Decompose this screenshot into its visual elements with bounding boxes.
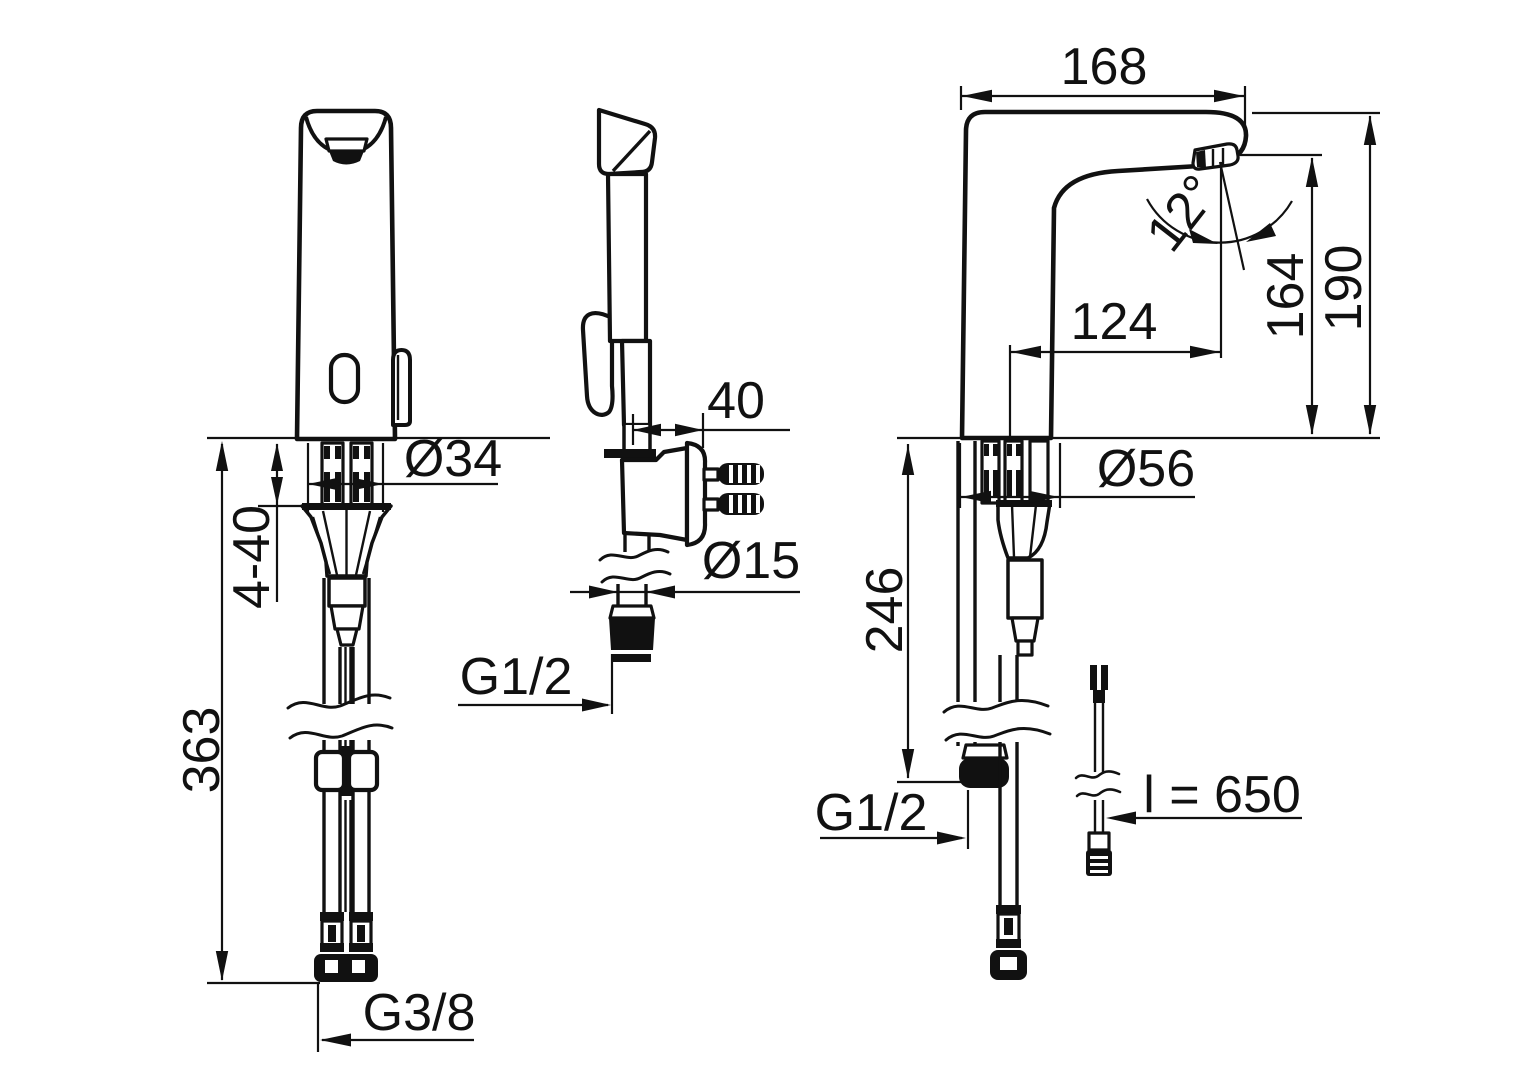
- spray-head: [596, 107, 658, 177]
- dim-deck-thickness-label: 4-40: [223, 505, 281, 609]
- inlet-connectors: [314, 912, 378, 982]
- break-symbol: [286, 693, 392, 710]
- mounting-cone: [300, 503, 393, 578]
- temperature-lever: [391, 348, 412, 427]
- dim-deck-thickness: 4-40: [223, 443, 314, 609]
- dim-total-height: 363: [173, 441, 320, 985]
- valve-stack: [327, 576, 367, 647]
- mounting-studs: [320, 441, 374, 507]
- dim-outlet-height: 164: [1240, 153, 1322, 435]
- hose-nut-g12: [609, 618, 655, 650]
- dim-hose-thread-side-label: G1/2: [815, 784, 928, 842]
- dim-hose-dia-label: Ø15: [702, 532, 800, 590]
- dim-mount-hole-label: Ø34: [404, 430, 502, 488]
- dim-wall-offset: 40: [631, 372, 790, 448]
- g12-connector: [959, 758, 1009, 788]
- underdeck-assembly: [942, 439, 1052, 980]
- dim-outlet-height-label: 164: [1257, 253, 1315, 340]
- sensor-window: [328, 352, 361, 405]
- dim-inlet-thread-label: G3/8: [363, 984, 476, 1042]
- aerator-side: [1191, 142, 1240, 171]
- dim-cable-length: l = 650: [1106, 766, 1302, 825]
- front-view: 363 4-40 Ø34 G3/8: [173, 108, 550, 1052]
- dim-hose-thread-label: G1/2: [460, 648, 573, 706]
- spray-handle: [605, 171, 649, 344]
- dim-inlet-thread: G3/8: [316, 984, 476, 1052]
- supply-hoses: [286, 578, 394, 912]
- handspray-view: 40 Ø15 G1/2: [458, 107, 800, 714]
- dim-total-height-side-label: 190: [1315, 245, 1373, 332]
- spray-trigger: [580, 311, 615, 417]
- hose-connector: [313, 749, 347, 793]
- dim-underdeck-height-label: 246: [856, 567, 914, 654]
- spray-hose: [598, 533, 672, 662]
- dim-reach-total-label: 168: [1061, 38, 1148, 96]
- wall-screws: [702, 463, 764, 515]
- dim-mount-hole: Ø34: [306, 430, 502, 512]
- cable-sleeve: [341, 746, 352, 796]
- dim-cable-length-label: l = 650: [1143, 766, 1301, 824]
- dim-total-height-side: 190: [1252, 111, 1380, 435]
- dim-hose-dia: Ø15: [570, 532, 800, 599]
- dim-wall-offset-label: 40: [707, 372, 765, 430]
- dim-reach-total: 168: [959, 38, 1247, 135]
- aerator-front: [329, 151, 364, 165]
- dim-underdeck-height: 246: [856, 444, 963, 784]
- dim-base-dia: Ø56: [958, 440, 1195, 508]
- side-view: 12°: [815, 38, 1380, 980]
- dim-hose-thread: G1/2: [458, 648, 614, 714]
- wall-holder: [619, 440, 708, 548]
- hose-connector: [346, 749, 380, 793]
- dim-base-dia-label: Ø56: [1097, 440, 1195, 498]
- dim-total-height-label: 363: [173, 707, 231, 794]
- dim-spout-reach: 124: [1008, 293, 1220, 438]
- dim-spout-reach-label: 124: [1071, 293, 1158, 351]
- dim-hose-thread-side: G1/2: [815, 784, 970, 849]
- sensor-cable: [1074, 665, 1122, 876]
- dim-spout-angle-label: 12°: [1136, 165, 1230, 263]
- faucet-body-front: [294, 108, 398, 442]
